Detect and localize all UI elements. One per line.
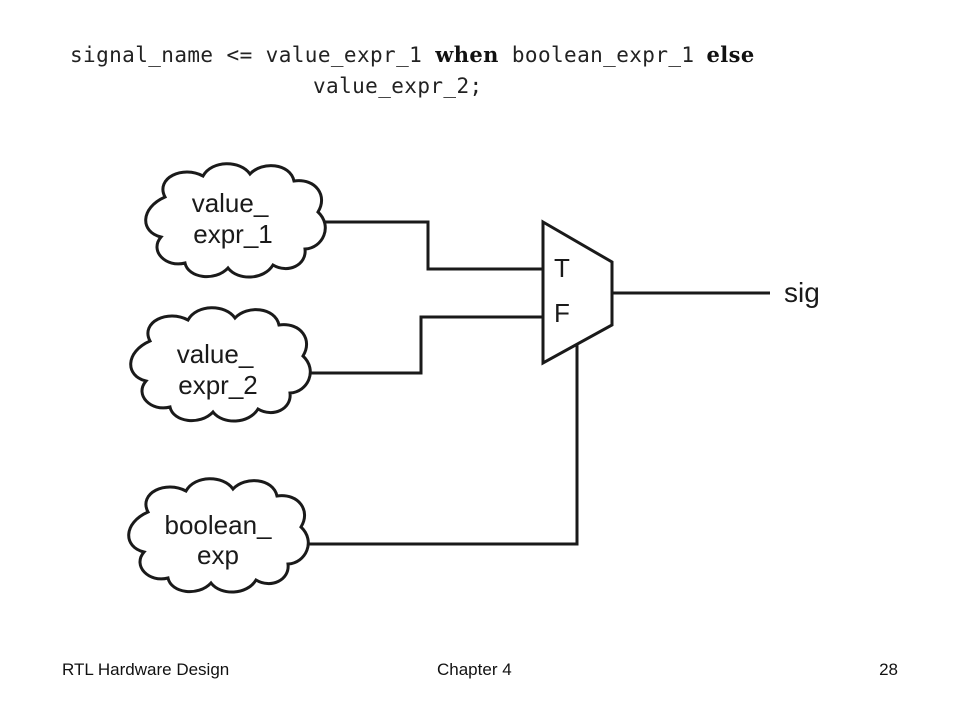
wires bbox=[298, 220, 770, 546]
cloud-value1-line1: value_ bbox=[192, 188, 269, 218]
cloud-value-expr-1 bbox=[144, 162, 327, 279]
code-boolean-expr: boolean_expr_1 bbox=[511, 43, 695, 67]
code-line-1: signal_name <= value_expr_1 when boolean… bbox=[70, 42, 755, 67]
footer-course-title: RTL Hardware Design bbox=[62, 660, 230, 679]
footer-chapter: Chapter 4 bbox=[437, 660, 512, 679]
mux-true-label: T bbox=[554, 253, 570, 283]
code-assign-op: <= bbox=[226, 43, 253, 67]
mux-false-label: F bbox=[554, 298, 570, 328]
wire-value2-to-f bbox=[298, 315, 543, 375]
footer-page-number: 28 bbox=[879, 660, 898, 679]
wire-bool-to-select bbox=[298, 342, 579, 546]
wire-value1-to-t bbox=[318, 220, 543, 271]
code-value-expr-1: value_expr_1 bbox=[265, 43, 423, 67]
code-else-keyword: else bbox=[706, 42, 755, 67]
multiplexer bbox=[541, 219, 614, 366]
output-sig-label: sig bbox=[784, 277, 820, 308]
code-line-2: value_expr_2; bbox=[313, 74, 483, 98]
cloud-value2-line1: value_ bbox=[177, 339, 254, 369]
cloud-bool-line1: boolean_ bbox=[165, 510, 273, 540]
code-when-keyword: when bbox=[435, 42, 499, 67]
cloud-value1-line2: expr_1 bbox=[193, 219, 273, 249]
cloud-boolean-exp bbox=[127, 477, 310, 594]
code-signal-name: signal_name bbox=[70, 43, 214, 67]
cloud-value-expr-2 bbox=[129, 306, 312, 423]
cloud-bool-line2: exp bbox=[197, 540, 239, 570]
cloud-value2-line2: expr_2 bbox=[178, 370, 258, 400]
